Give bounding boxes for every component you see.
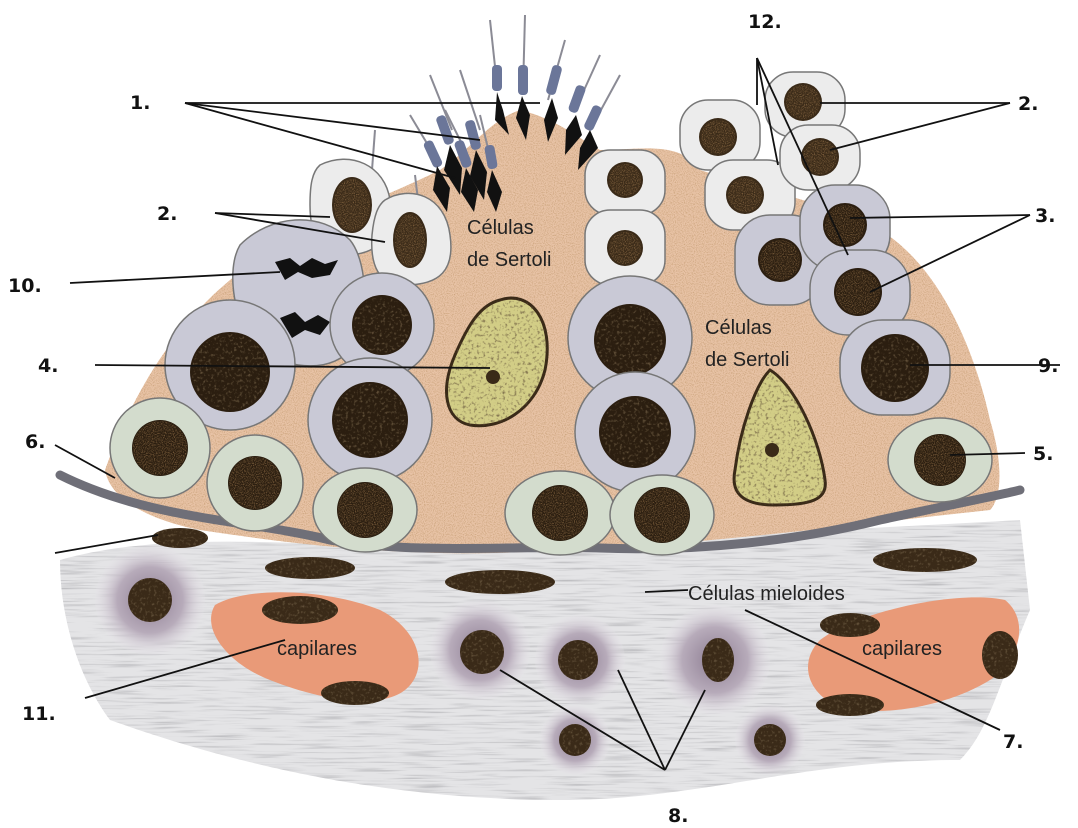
spermatid [585, 150, 665, 215]
myeloid-cells-label: Células mieloides [688, 583, 845, 605]
spermatogonium [888, 418, 992, 502]
spermatogonium [207, 435, 303, 531]
label-4: 4. [38, 355, 58, 377]
label-2-right: 2. [1018, 93, 1038, 115]
spermatozoon-tail [372, 130, 375, 170]
label-1: 1. [130, 92, 150, 114]
label-7: 7. [1003, 731, 1023, 753]
spermatogonium [610, 475, 714, 555]
label-10: 10. [8, 275, 42, 297]
label-2-left: 2. [157, 203, 177, 225]
label-5: 5. [1033, 443, 1053, 465]
label-9: 9. [1038, 355, 1058, 377]
sertoli-label-right-line1: Células [705, 317, 772, 339]
sertoli-label-left-line1: Células [467, 217, 534, 239]
label-8: 8. [668, 805, 688, 827]
spermatogonium [110, 398, 210, 498]
spermatocyte [840, 320, 950, 415]
sertoli-label-left-line2: de Sertoli [467, 249, 552, 271]
label-11: 11. [22, 703, 56, 725]
spermatid [585, 210, 665, 285]
capillaries-label-left: capilares [277, 638, 357, 660]
capillaries-label-right: capilares [862, 638, 942, 660]
sertoli-label-right-line2: de Sertoli [705, 349, 790, 371]
spermatogonium [505, 471, 615, 555]
spermatogonium [313, 468, 417, 552]
spermatid [372, 193, 451, 285]
label-6: 6. [25, 431, 45, 453]
spermatocyte [308, 358, 432, 482]
label-3: 3. [1035, 205, 1055, 227]
spermatocyte [575, 372, 695, 492]
label-12: 12. [748, 11, 782, 33]
